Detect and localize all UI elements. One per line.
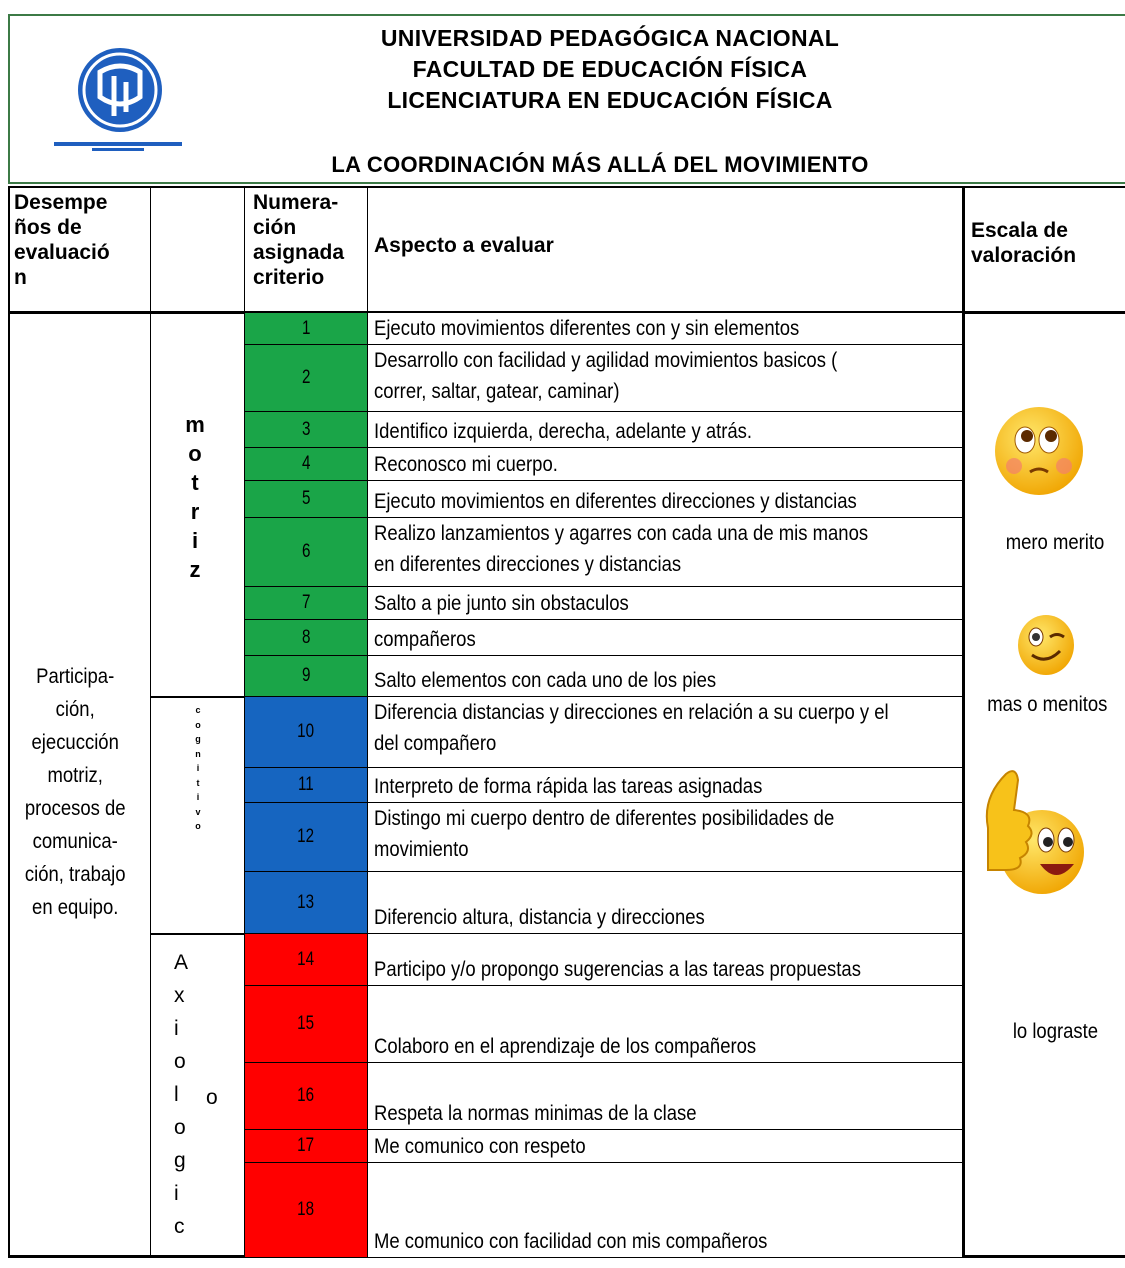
dimension-letter: i [196,763,200,773]
header-aspecto: Aspecto a evaluar [367,186,963,314]
criterion-number: 1 [244,313,368,345]
criterion-number: 9 [244,656,368,697]
worried-emoji [995,407,1083,495]
dimension-letter: i [174,1182,179,1205]
dimension-letter: g [174,1149,186,1172]
criterion-text: Diferencia distancias y direcciones en r… [367,697,963,768]
scale-level-2: mas o menitos [987,693,1108,716]
criterion-text: compañeros [367,620,963,656]
criterion-text: Me comunico con respeto [367,1130,963,1163]
criterion-text: Distingo mi cuerpo dentro de diferentes … [367,803,963,872]
escala-column [962,313,1125,1258]
dimension-letter: c [174,1215,185,1238]
dimension-letter: r [190,499,200,524]
criterion-text: Desarrollo con facilidad y agilidad movi… [367,345,963,412]
criterion-number: 18 [244,1163,368,1258]
university-logo [54,48,182,151]
criterion-number: 5 [244,481,368,518]
thumbs-up-emoji [985,770,1084,894]
criterion-number: 17 [244,1130,368,1163]
criterion-number: 13 [244,872,368,934]
dimension-letter: o [174,1050,186,1073]
dimension-letter: A [174,951,189,974]
dimension-letter: o [174,1116,186,1139]
header-escala: Escala de valoración [962,186,1125,314]
participacion-text: Participa- ción, ejecucción motriz, proc… [24,665,126,919]
dimension-letter: m [185,412,205,437]
dimension-letter: o [188,441,202,466]
criterion-number: 10 [244,697,368,768]
program-name: LICENCIATURA EN EDUCACIÓN FÍSICA [387,87,833,113]
header-desempenos: Desempe ños de evaluació n [8,186,151,314]
dimension-axiologico [150,934,245,1258]
dimension-letter: i [191,528,199,553]
document-header: UNIVERSIDAD PEDAGÓGICA NACIONAL FACULTAD… [8,14,1125,184]
criterion-text: Salto elementos con cada uno de los pies [367,656,963,697]
criterion-number: 14 [244,934,368,986]
criterion-text: Colaboro en el aprendizaje de los compañ… [367,986,963,1063]
criterion-text: Diferencio altura, distancia y direccion… [367,872,963,934]
dimension-letter: v [195,806,201,817]
dimension-letter: i [174,1017,179,1040]
criterion-number: 7 [244,587,368,620]
criterion-number: 6 [244,518,368,587]
criterion-number: 4 [244,448,368,481]
scale-level-1: mero merito [1005,531,1105,554]
dimension-letter: t [196,777,200,788]
university-name: UNIVERSIDAD PEDAGÓGICA NACIONAL [380,25,840,51]
faculty-name: FACULTAD DE EDUCACIÓN FÍSICA [412,56,808,82]
dimension-letter: c [195,705,201,715]
dimension-letter: o [195,821,201,831]
criterion-text: Identifico izquierda, derecha, adelante … [367,412,963,448]
criterion-text: Me comunico con facilidad con mis compañ… [367,1163,963,1258]
header-dimension-blank [150,186,245,314]
dimension-letter: t [191,470,199,495]
dimension-letter: z [189,557,201,582]
criterion-number: 3 [244,412,368,448]
criterion-text: Ejecuto movimientos diferentes con y sin… [367,313,963,345]
criterion-number: 2 [244,345,368,412]
criterion-number: 11 [244,768,368,803]
criterion-text: Salto a pie junto sin obstaculos [367,587,963,620]
criterion-text: Participo y/o propongo sugerencias a las… [367,934,963,986]
criterion-text: Reconosco mi cuerpo. [367,448,963,481]
criterion-number: 12 [244,803,368,872]
criterion-text: Realizo lanzamientos y agarres con cada … [367,518,963,587]
criterion-number: 8 [244,620,368,656]
dimension-letter: x [174,984,185,1007]
criterion-text: Ejecuto movimientos en diferentes direcc… [367,481,963,518]
scale-level-3: lo lograste [1012,1020,1098,1043]
criterion-number: 15 [244,986,368,1063]
dimension-letter: l [174,1083,179,1106]
axiologico-extra-letter: o [206,1086,218,1109]
document-title: LA COORDINACIÓN MÁS ALLÁ DEL MOVIMIENTO [331,152,869,177]
header-numeracion: Numera- ción asignada criterio [244,186,368,314]
dimension-letter: o [195,719,201,730]
criterion-text: Respeta la normas minimas de la clase [367,1063,963,1130]
winking-emoji [1018,615,1074,675]
criterion-text: Interpreto de forma rápida las tareas as… [367,768,963,803]
dimension-letter: n [195,748,201,759]
criterion-number: 16 [244,1063,368,1130]
dimension-letter: i [196,792,200,802]
dimension-letter: g [195,734,201,744]
